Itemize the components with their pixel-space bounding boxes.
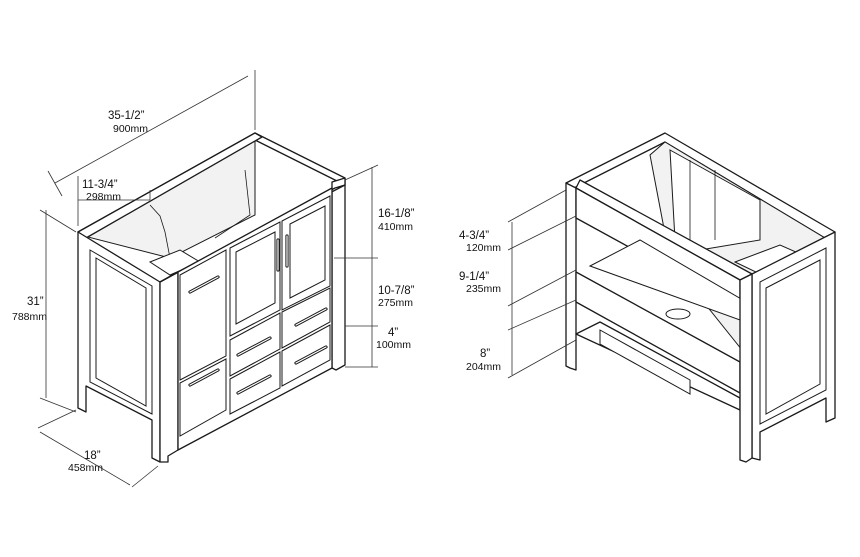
- back-view-cabinet: [565, 132, 836, 463]
- rear-left-leg: [565, 182, 577, 371]
- lower-gap-main-label: 8”: [480, 348, 490, 360]
- toe-kick-main-label: 4”: [388, 327, 398, 339]
- right-side-inset-inner: [765, 259, 821, 415]
- side-depth-sub-label: 298mm: [86, 191, 121, 203]
- left-side-inset-inner: [95, 257, 147, 407]
- right-rear-leg: [331, 177, 346, 371]
- side-depth-main-label: 11-3/4”: [82, 179, 118, 191]
- dimension-labels: 35-1/2” 900mm 11-3/4” 298mm 31” 788mm 18…: [12, 110, 501, 474]
- left-door-panel: [235, 231, 276, 325]
- depth-sub-label: 458mm: [68, 462, 103, 474]
- top-rail-main-label: 4-3/4”: [459, 230, 489, 242]
- interior-divider-2: [214, 169, 251, 239]
- drain-hole: [665, 308, 691, 320]
- drawer-bottom-right: [281, 324, 331, 387]
- lower-gap-sub-label: 204mm: [466, 361, 501, 373]
- width-main-label: 35-1/2”: [108, 110, 145, 122]
- left-drawer-lower: [179, 358, 227, 437]
- left-drawer-upper: [179, 249, 227, 381]
- front-left-leg: [159, 271, 179, 463]
- drawer-height-main-label: 10-7/8”: [378, 285, 415, 297]
- bottom-shelf-rail: [599, 329, 691, 395]
- shelf-gap-sub-label: 235mm: [466, 283, 501, 295]
- width-sub-label: 900mm: [113, 123, 148, 135]
- front-view-cabinet: [77, 132, 346, 463]
- toe-kick-sub-label: 100mm: [376, 339, 411, 351]
- door-height-sub-label: 410mm: [378, 221, 413, 233]
- interior-divider: [149, 204, 171, 259]
- height-sub-label: 788mm: [12, 311, 47, 323]
- drawer-height-sub-label: 275mm: [378, 297, 413, 309]
- door-height-main-label: 16-1/8”: [378, 208, 415, 220]
- front-view-dimension-lines: [37, 70, 379, 488]
- back-front-leg: [739, 273, 753, 463]
- depth-main-label: 18”: [84, 450, 101, 462]
- shelf-gap-main-label: 9-1/4”: [459, 271, 489, 283]
- right-door-panel: [289, 205, 326, 299]
- height-main-label: 31”: [27, 296, 44, 308]
- back-view-dimension-lines: [507, 189, 577, 379]
- top-rail-sub-label: 120mm: [466, 242, 501, 254]
